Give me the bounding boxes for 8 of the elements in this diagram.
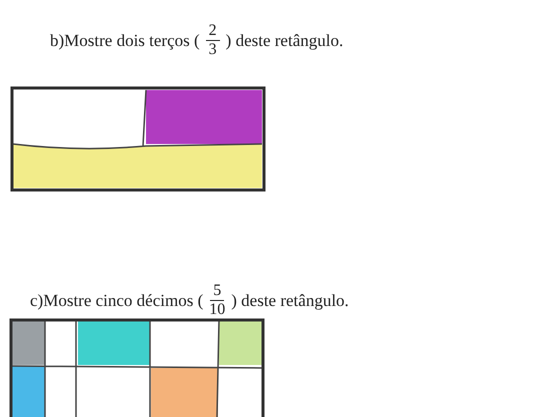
instruction-text: c)Mostre cinco décimos ( bbox=[30, 290, 204, 310]
instruction-text: ) deste retângulo. bbox=[226, 30, 344, 50]
fraction-denominator: 3 bbox=[208, 41, 217, 59]
fraction-denominator: 10 bbox=[209, 301, 226, 319]
fraction-numerator: 5 bbox=[210, 282, 224, 301]
instruction-text: ) deste retângulo. bbox=[231, 290, 349, 310]
fraction-numerator: 2 bbox=[206, 22, 220, 41]
instruction-text: b)Mostre dois terços ( bbox=[50, 30, 200, 50]
